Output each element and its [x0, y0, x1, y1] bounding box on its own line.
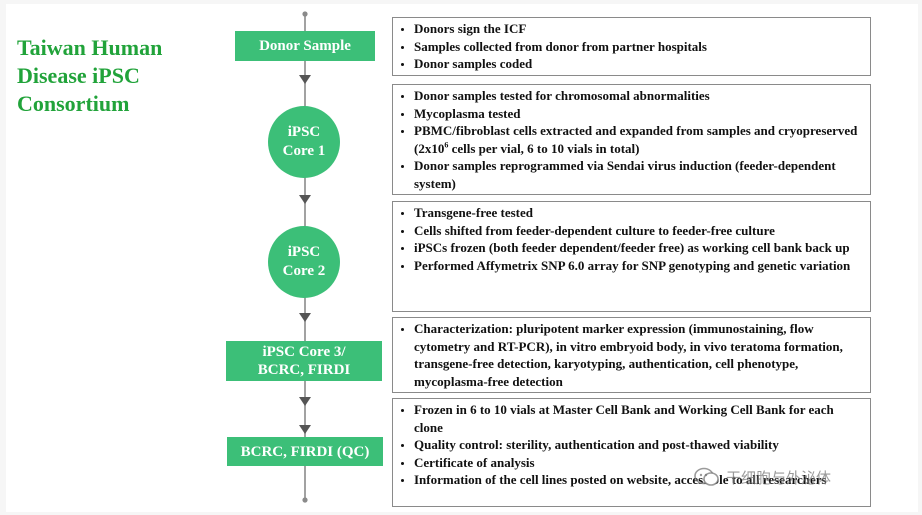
node-label: BCRC, FIRDI (QC): [240, 443, 370, 460]
arrow-down-icon: [299, 195, 311, 204]
flow-start-dot: [302, 11, 308, 17]
node-label: Core 1: [282, 143, 326, 159]
list-item: Donor samples tested for chromosomal abn…: [414, 87, 864, 105]
superscript: 6: [444, 140, 449, 150]
list-item-text: cells per vial, 6 to 10 vials in total): [448, 140, 640, 156]
flow-end-dot: [302, 497, 308, 503]
donor-sample-box: Donors sign the ICF Samples collected fr…: [392, 17, 871, 76]
list-item: iPSCs frozen (both feeder dependent/feed…: [414, 239, 864, 257]
core-2-box: Transgene-free tested Cells shifted from…: [392, 201, 871, 312]
list-item: Mycoplasma tested: [414, 105, 864, 123]
node-ipsc-core-1: iPSC Core 1: [268, 106, 340, 178]
list-item: PBMC/fibroblast cells extracted and expa…: [414, 122, 864, 157]
list-item: Donors sign the ICF: [414, 20, 864, 38]
node-label: BCRC, FIRDI: [257, 362, 351, 378]
core-3-box: Characterization: pluripotent marker exp…: [392, 317, 871, 393]
node-label: iPSC Core 3/: [262, 344, 346, 360]
node-bcrc-firdi-qc: BCRC, FIRDI (QC): [227, 437, 383, 466]
node-ipsc-core-2: iPSC Core 2: [268, 226, 340, 298]
node-label: Core 2: [282, 263, 326, 279]
list-item: Frozen in 6 to 10 vials at Master Cell B…: [414, 401, 864, 436]
node-ipsc-core-3: iPSC Core 3/ BCRC, FIRDI: [226, 341, 382, 381]
title-line: Consortium: [17, 91, 130, 116]
list-item: Information of the cell lines posted on …: [414, 471, 864, 489]
arrow-down-icon: [299, 397, 311, 406]
arrow-down-icon: [299, 313, 311, 322]
qc-box: Frozen in 6 to 10 vials at Master Cell B…: [392, 398, 871, 507]
list-item: Cells shifted from feeder-dependent cult…: [414, 222, 864, 240]
list-item: Certificate of analysis: [414, 454, 864, 472]
list-item: Donor samples coded: [414, 55, 864, 73]
title-line: Taiwan Human: [17, 35, 163, 60]
list-item: Samples collected from donor from partne…: [414, 38, 864, 56]
title-line: Disease iPSC: [17, 63, 140, 88]
node-donor-sample: Donor Sample: [235, 31, 375, 61]
node-label: iPSC: [287, 124, 321, 140]
list-item: Characterization: pluripotent marker exp…: [414, 320, 864, 390]
list-item-text: PBMC/fibroblast cells extracted and expa…: [414, 123, 858, 156]
list-item: Performed Affymetrix SNP 6.0 array for S…: [414, 257, 864, 275]
watermark: 干细胞与外泌体: [694, 464, 831, 490]
arrow-down-icon: [299, 75, 311, 84]
wechat-icon: [694, 467, 719, 486]
list-item: Quality control: sterility, authenticati…: [414, 436, 864, 454]
core-1-box: Donor samples tested for chromosomal abn…: [392, 84, 871, 195]
node-label: Donor Sample: [259, 38, 351, 54]
watermark-text: 干细胞与外泌体: [726, 468, 832, 487]
list-item: Donor samples reprogrammed via Sendai vi…: [414, 157, 864, 192]
node-label: iPSC: [287, 244, 321, 260]
arrow-down-icon: [299, 425, 311, 434]
consortium-title: Taiwan Human Disease iPSC Consortium: [17, 34, 217, 118]
list-item: Transgene-free tested: [414, 204, 864, 222]
